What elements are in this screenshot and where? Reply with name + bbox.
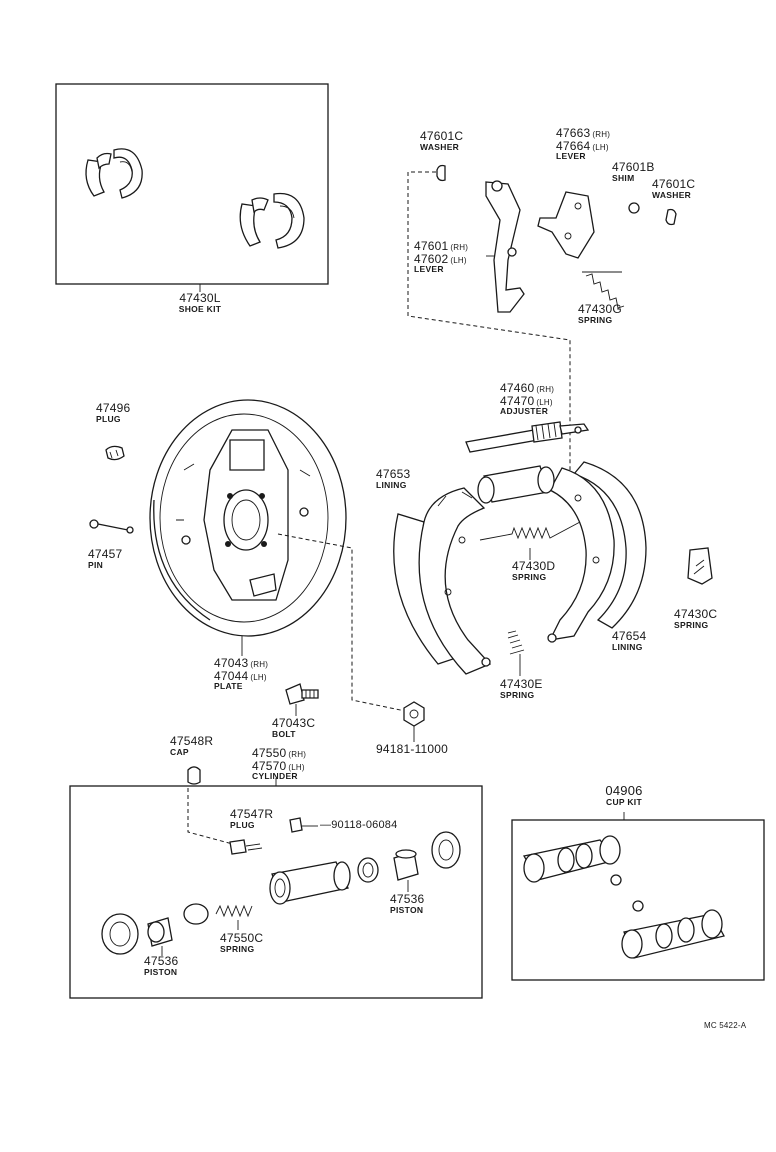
label-spring-d: 47430D SPRING: [512, 559, 556, 582]
label-piston-left: 47536 PISTON: [144, 954, 179, 977]
label-washer-left: 47601C WASHER: [420, 129, 464, 152]
cylinder-box: [69, 766, 483, 999]
plug-and-pin: [89, 445, 134, 534]
label-bleeder: —90118-06084: [320, 819, 398, 831]
cup-kit-box: [511, 812, 765, 981]
label-adjuster: 47460(RH) 47470(LH) ADJUSTER: [500, 381, 555, 417]
label-shoe-kit: 47430L SHOE KIT: [178, 291, 222, 314]
adjuster: [465, 421, 590, 453]
label-lining-654: 47654 LINING: [612, 629, 647, 652]
label-cup-kit: 04906 CUP KIT: [605, 783, 643, 807]
bolt-and-nut: [277, 533, 425, 742]
label-cap: 47548R CAP: [170, 734, 214, 757]
label-lever-main: 47601(RH) 47602(LH) LEVER: [414, 239, 469, 275]
label-plug-547: 47547R PLUG: [230, 807, 274, 830]
label-lever-top: 47663(RH) 47664(LH) LEVER: [556, 126, 611, 162]
label-washer-right: 47601C WASHER: [652, 177, 696, 200]
brake-shoes: [393, 461, 647, 676]
label-piston-right: 47536 PISTON: [390, 892, 425, 915]
label-bolt: 47043C BOLT: [272, 716, 316, 739]
label-plug-496: 47496 PLUG: [96, 401, 131, 424]
lever-group: [407, 164, 677, 470]
label-plate: 47043(RH) 47044(LH) PLATE: [214, 656, 269, 692]
label-lining-653: 47653 LINING: [376, 467, 411, 490]
label-pin: 47457 PIN: [88, 547, 123, 570]
spring-clip: [687, 547, 713, 585]
diagram-code: MC 5422-A: [704, 1021, 747, 1030]
label-spring-550c: 47550C SPRING: [220, 931, 264, 954]
label-spring-c: 47430C SPRING: [674, 607, 718, 630]
label-spring-e: 47430E SPRING: [500, 677, 543, 700]
label-nut: 94181-11000: [376, 742, 449, 756]
label-shim: 47601B SHIM: [612, 160, 655, 183]
label-spring-g: 47430G SPRING: [578, 302, 622, 325]
backing-plate: [149, 399, 347, 656]
shoe-kit-box: [55, 83, 329, 292]
label-cylinder: 47550(RH) 47570(LH) CYLINDER: [252, 746, 307, 782]
